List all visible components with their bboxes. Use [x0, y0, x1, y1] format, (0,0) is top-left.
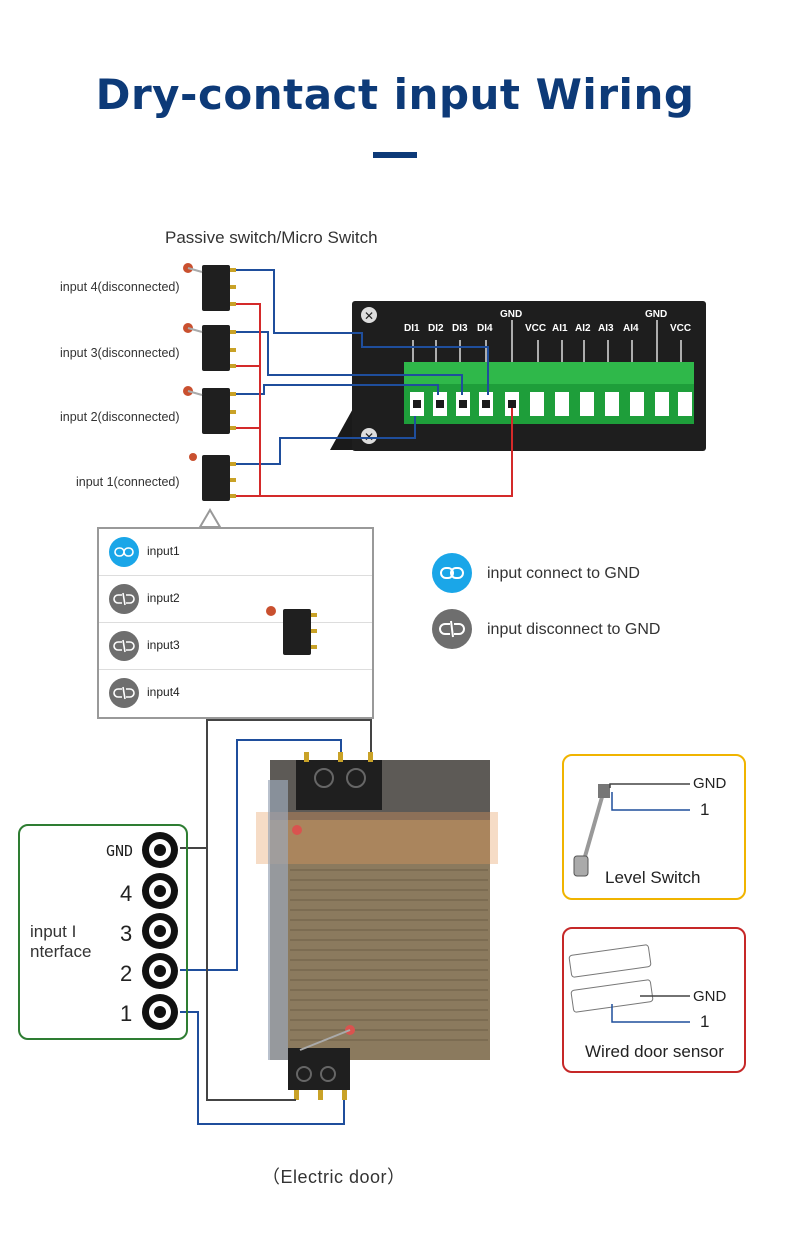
- controller-board: ✕ ✕: [330, 301, 706, 451]
- interface-num-4: 4: [120, 881, 133, 906]
- switch-heading: Passive switch/Micro Switch: [165, 228, 378, 247]
- micro-switch-1: [189, 453, 236, 501]
- level-switch-one: 1: [700, 800, 710, 819]
- door-sensor-label: Wired door sensor: [585, 1042, 724, 1061]
- micro-switch-3: [183, 323, 236, 371]
- interface-label-line2: nterface: [30, 942, 92, 961]
- terminal-pin-ai2: AI2: [575, 323, 591, 334]
- terminal-pin-ai1: AI1: [552, 323, 568, 334]
- interface-num-3: 3: [120, 921, 133, 946]
- terminal-pin-di3: DI3: [452, 323, 468, 334]
- interface-label-line1: input I: [30, 922, 77, 941]
- title-underline: [373, 152, 417, 158]
- switch-label-2: input 2(disconnected): [60, 410, 180, 424]
- svg-text:✕: ✕: [364, 309, 374, 323]
- terminal-pin-di1: DI1: [404, 323, 420, 334]
- list-item[interactable]: input4: [99, 670, 372, 716]
- micro-switch-2: [183, 386, 236, 434]
- list-item-label: input4: [147, 685, 180, 699]
- switch-label-1: input 1(connected): [76, 475, 180, 489]
- list-item-label: input3: [147, 638, 180, 652]
- legend-disconnected: input disconnect to GND: [487, 621, 661, 638]
- micro-switch-icon: [266, 606, 317, 655]
- terminal-pin-ai3: AI3: [598, 323, 614, 334]
- link-connected-icon: [432, 553, 472, 593]
- level-switch-box: [562, 754, 746, 900]
- level-switch-sensor: [573, 783, 690, 877]
- door-sensor-one: 1: [700, 1012, 710, 1031]
- link-broken-icon: [109, 584, 139, 614]
- link-broken-icon: [432, 609, 472, 649]
- level-switch-label: Level Switch: [605, 868, 701, 887]
- interface-gnd-label: GND: [106, 842, 134, 860]
- interface-num-2: 2: [120, 961, 133, 986]
- electric-door-caption: （Electric door）: [262, 1167, 406, 1187]
- terminal-pin-di2: DI2: [428, 323, 444, 334]
- terminal-pin-di4: DI4: [477, 323, 493, 334]
- list-item-label: input1: [147, 544, 180, 558]
- terminal-gnd-left: GND: [500, 309, 523, 320]
- link-broken-icon: [109, 631, 139, 661]
- list-item[interactable]: input3: [99, 623, 372, 670]
- terminal-pin-vcc: VCC: [525, 323, 547, 334]
- interface-num-1: 1: [120, 1001, 133, 1026]
- door-sensor-gnd: GND: [693, 988, 727, 1005]
- switch-label-4: input 4(disconnected): [60, 280, 180, 294]
- legend-connected: input connect to GND: [487, 565, 640, 582]
- list-item[interactable]: input1: [99, 529, 372, 576]
- micro-switch-4: [183, 263, 236, 311]
- link-connected-icon: [109, 537, 139, 567]
- terminal-pin-ai4: AI4: [623, 323, 639, 334]
- list-item[interactable]: input2: [99, 576, 372, 623]
- interface-terminals: [142, 832, 178, 1030]
- input-status-popup: input1 input2 input3 input4: [97, 527, 374, 719]
- level-switch-gnd: GND: [693, 775, 727, 792]
- link-broken-icon: [109, 678, 139, 708]
- terminal-pin-vcc: VCC: [670, 323, 692, 334]
- door-sensor: [568, 944, 690, 1023]
- list-item-label: input2: [147, 591, 180, 605]
- switch-label-3: input 3(disconnected): [60, 346, 180, 360]
- input-interface-box: [18, 824, 188, 1040]
- electric-door: [256, 752, 498, 1100]
- page-title: Dry-contact input Wiring: [95, 70, 695, 119]
- terminal-gnd-right: GND: [645, 309, 668, 320]
- door-sensor-box: [562, 927, 746, 1073]
